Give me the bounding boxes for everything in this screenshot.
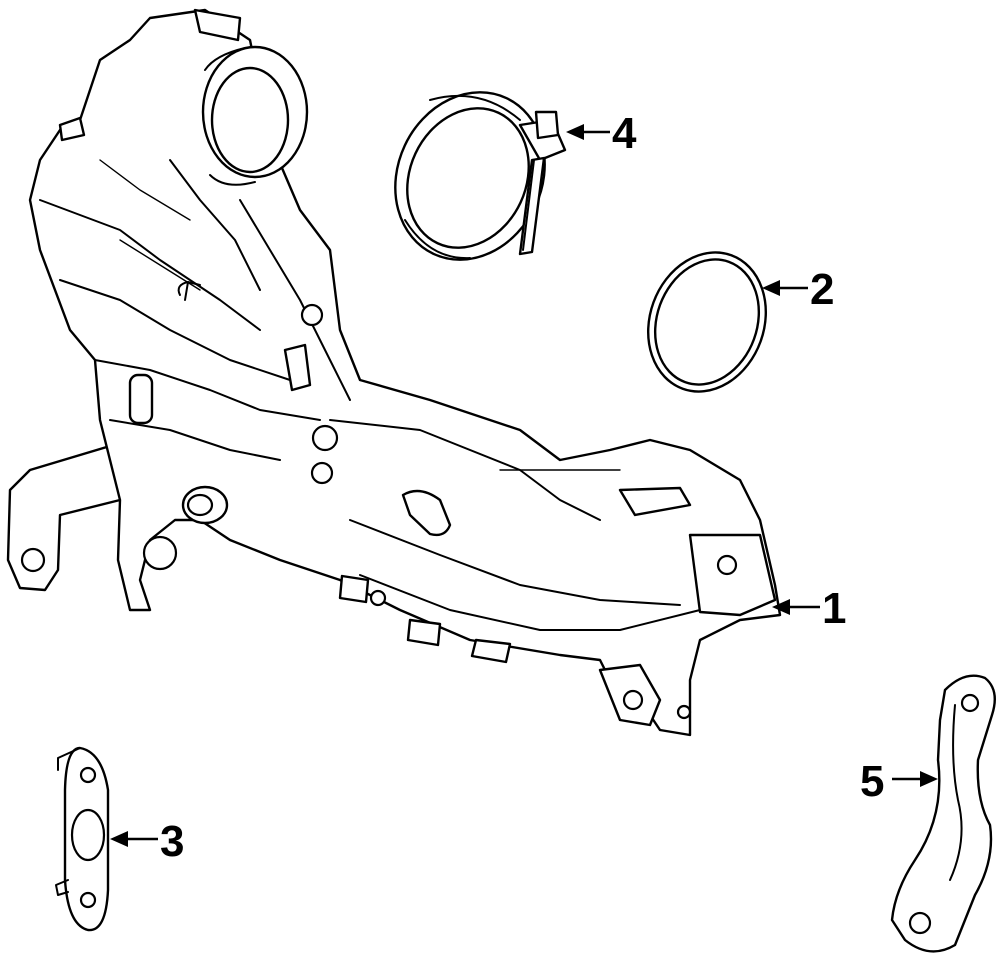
- body-bolt: [142, 535, 178, 571]
- hook-detail: [177, 281, 201, 301]
- shield-window: [618, 486, 692, 517]
- callout-3-arrow: [110, 831, 128, 847]
- pipe-stub-bore: [186, 493, 214, 517]
- gasket-stud: [55, 879, 69, 896]
- callout-1-arrow: [772, 599, 790, 615]
- heat-shield-edge: [239, 199, 351, 401]
- callout-4: 4: [566, 109, 637, 158]
- under-tab: [470, 638, 512, 664]
- body-bolt: [310, 461, 334, 485]
- inlet-collar: [204, 47, 256, 186]
- callout-5: 5: [860, 757, 938, 806]
- bracket-bolt-hole: [20, 547, 46, 573]
- shield-seam: [99, 159, 191, 221]
- clamp-bolt-head: [534, 110, 560, 140]
- under-tab: [406, 618, 442, 647]
- clamp-bolt-thread: [522, 159, 535, 251]
- heat-shield-rib: [39, 199, 261, 331]
- bracket-top-hole: [960, 693, 980, 713]
- clamp-band-inner: [406, 107, 530, 249]
- callout-2-label: 2: [810, 265, 834, 314]
- o-ring-inner: [653, 258, 761, 386]
- callout-2: 2: [762, 265, 834, 314]
- callout-2-arrow: [762, 280, 780, 296]
- gasket-top-hole: [79, 766, 97, 784]
- lower-flange-hole: [676, 704, 692, 720]
- under-tab: [338, 574, 370, 604]
- shield-slot: [401, 489, 452, 537]
- body-bolt: [311, 424, 339, 452]
- callout-5-arrow: [920, 771, 938, 787]
- shield-slot: [283, 343, 312, 392]
- bracket-bend: [949, 704, 963, 881]
- clamp-band-edge: [404, 94, 521, 260]
- heat-shield-rib: [59, 279, 291, 381]
- bracket-bottom-hole: [908, 911, 932, 935]
- outlet-rib: [359, 574, 701, 631]
- outlet-rib: [349, 519, 681, 606]
- heat-shield-rib: [109, 419, 281, 461]
- part-5-bracket: [890, 674, 996, 953]
- callout-5-label: 5: [860, 757, 884, 806]
- under-bolt: [369, 589, 387, 607]
- bracket-plate: [890, 674, 996, 953]
- gasket-tab: [57, 747, 81, 771]
- callout-1: 1: [772, 584, 846, 633]
- manifold-main-body: [28, 8, 782, 737]
- flange-bolt: [716, 554, 738, 576]
- heat-shield-edge: [169, 159, 261, 291]
- side-tab: [58, 116, 86, 142]
- callout-3: 3: [110, 817, 184, 866]
- part-3-gasket: [55, 746, 110, 932]
- outlet-flange: [688, 533, 777, 617]
- body-bolt: [300, 303, 324, 327]
- lower-flange-hole: [622, 689, 644, 711]
- part-4-clamp: [394, 91, 567, 261]
- callout-3-label: 3: [160, 817, 184, 866]
- shield-slot: [128, 373, 154, 425]
- top-tab: [193, 8, 242, 42]
- gasket-bottom-hole: [79, 891, 97, 909]
- callout-4-arrow: [566, 124, 584, 140]
- part-1-exhaust-manifold: [6, 8, 782, 737]
- gasket-center-port: [70, 808, 106, 862]
- turbo-inlet-bore: [210, 66, 290, 174]
- heat-shield-rib: [94, 359, 321, 421]
- part-2-o-ring: [646, 251, 768, 393]
- callout-4-label: 4: [612, 109, 637, 158]
- callout-1-label: 1: [822, 584, 846, 633]
